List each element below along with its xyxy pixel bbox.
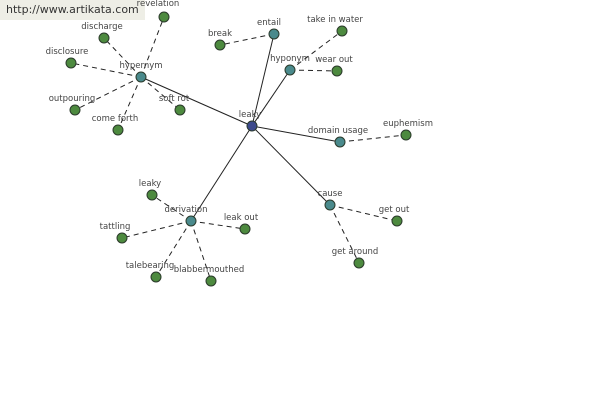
edge-come-forth — [117, 76, 142, 131]
edge-cause — [251, 125, 331, 206]
edge-take-in-water — [289, 30, 343, 71]
leaf-soft-rot-label: soft rot — [159, 94, 190, 104]
leaf-leaky-label: leaky — [139, 179, 161, 189]
leaf-get-around-node[interactable] — [353, 257, 365, 269]
nodes — [65, 11, 412, 287]
leaf-get-out-label: get out — [379, 205, 410, 215]
edges — [70, 16, 407, 282]
leaf-come-forth-node[interactable] — [112, 124, 124, 136]
leaf-soft-rot-node[interactable] — [174, 104, 186, 116]
relation-hypernym-label: hypernym — [119, 61, 162, 71]
leaf-get-out-node[interactable] — [391, 215, 403, 227]
leaf-break-label: break — [208, 29, 232, 39]
leaf-break-node[interactable] — [214, 39, 226, 51]
relation-cause-label: cause — [318, 189, 343, 199]
relation-cause-node[interactable] — [324, 199, 336, 211]
edge-talebearing — [155, 220, 192, 278]
edge-leak-out — [190, 220, 246, 230]
edge-revelation — [140, 16, 165, 78]
leaf-blabbermouthed-label: blabbermouthed — [174, 265, 245, 275]
leaf-take-in-water-label: take in water — [307, 15, 363, 25]
edge-hypernym — [140, 76, 253, 127]
edge-get-out — [329, 204, 398, 222]
relation-hyponym-label: hyponym — [270, 54, 310, 64]
center-leaky-node[interactable] — [246, 120, 258, 132]
leaf-disclosure-node[interactable] — [65, 57, 77, 69]
leaf-wear-out-label: wear out — [315, 55, 353, 65]
edge-outpouring — [74, 76, 142, 111]
leaf-leak-out-node[interactable] — [239, 223, 251, 235]
leaf-euphemism-node[interactable] — [400, 129, 412, 141]
center-leaky-label: leaky — [239, 110, 261, 120]
edge-break — [219, 33, 275, 46]
leaf-euphemism-label: euphemism — [383, 119, 433, 129]
leaf-wear-out-node[interactable] — [331, 65, 343, 77]
edge-domain-usage — [251, 125, 341, 143]
site-link[interactable]: http://www.artikata.com — [0, 0, 145, 20]
edge-leaky — [151, 194, 192, 222]
leaf-blabbermouthed-node[interactable] — [205, 275, 217, 287]
relation-hyponym-node[interactable] — [284, 64, 296, 76]
edge-hyponym — [251, 69, 291, 127]
edge-derivation — [190, 125, 253, 222]
relation-domain-usage-label: domain usage — [308, 126, 368, 136]
leaf-revelation-label: revelation — [137, 0, 180, 9]
leaf-disclosure-label: disclosure — [46, 47, 89, 57]
leaf-talebearing-node[interactable] — [150, 271, 162, 283]
edge-blabbermouthed — [190, 220, 212, 282]
leaf-outpouring-node[interactable] — [69, 104, 81, 116]
leaf-outpouring-label: outpouring — [49, 94, 96, 104]
leaf-take-in-water-node[interactable] — [336, 25, 348, 37]
leaf-tattling-node[interactable] — [116, 232, 128, 244]
relation-entail-node[interactable] — [268, 28, 280, 40]
relation-entail-label: entail — [257, 18, 281, 28]
edge-euphemism — [339, 134, 407, 143]
leaf-revelation-node[interactable] — [158, 11, 170, 23]
leaf-get-around-label: get around — [332, 247, 379, 257]
leaf-talebearing-label: talebearing — [126, 261, 175, 271]
leaf-tattling-label: tattling — [100, 222, 131, 232]
edge-tattling — [121, 220, 192, 239]
leaf-leak-out-label: leak out — [224, 213, 259, 223]
relation-derivation-node[interactable] — [185, 215, 197, 227]
edge-entail — [251, 33, 275, 127]
relation-derivation-label: derivation — [164, 205, 207, 215]
edge-get-around — [329, 204, 360, 264]
leaf-leaky-node[interactable] — [146, 189, 158, 201]
leaf-discharge-label: discharge — [81, 22, 122, 32]
edge-disclosure — [70, 62, 142, 78]
edge-wear-out — [289, 69, 338, 72]
leaf-come-forth-label: come forth — [92, 114, 139, 124]
labels: revelation discharge disclosure outpouring c… — [46, 0, 433, 275]
leaf-discharge-node[interactable] — [98, 32, 110, 44]
relation-domain-usage-node[interactable] — [334, 136, 346, 148]
relation-hypernym-node[interactable] — [135, 71, 147, 83]
